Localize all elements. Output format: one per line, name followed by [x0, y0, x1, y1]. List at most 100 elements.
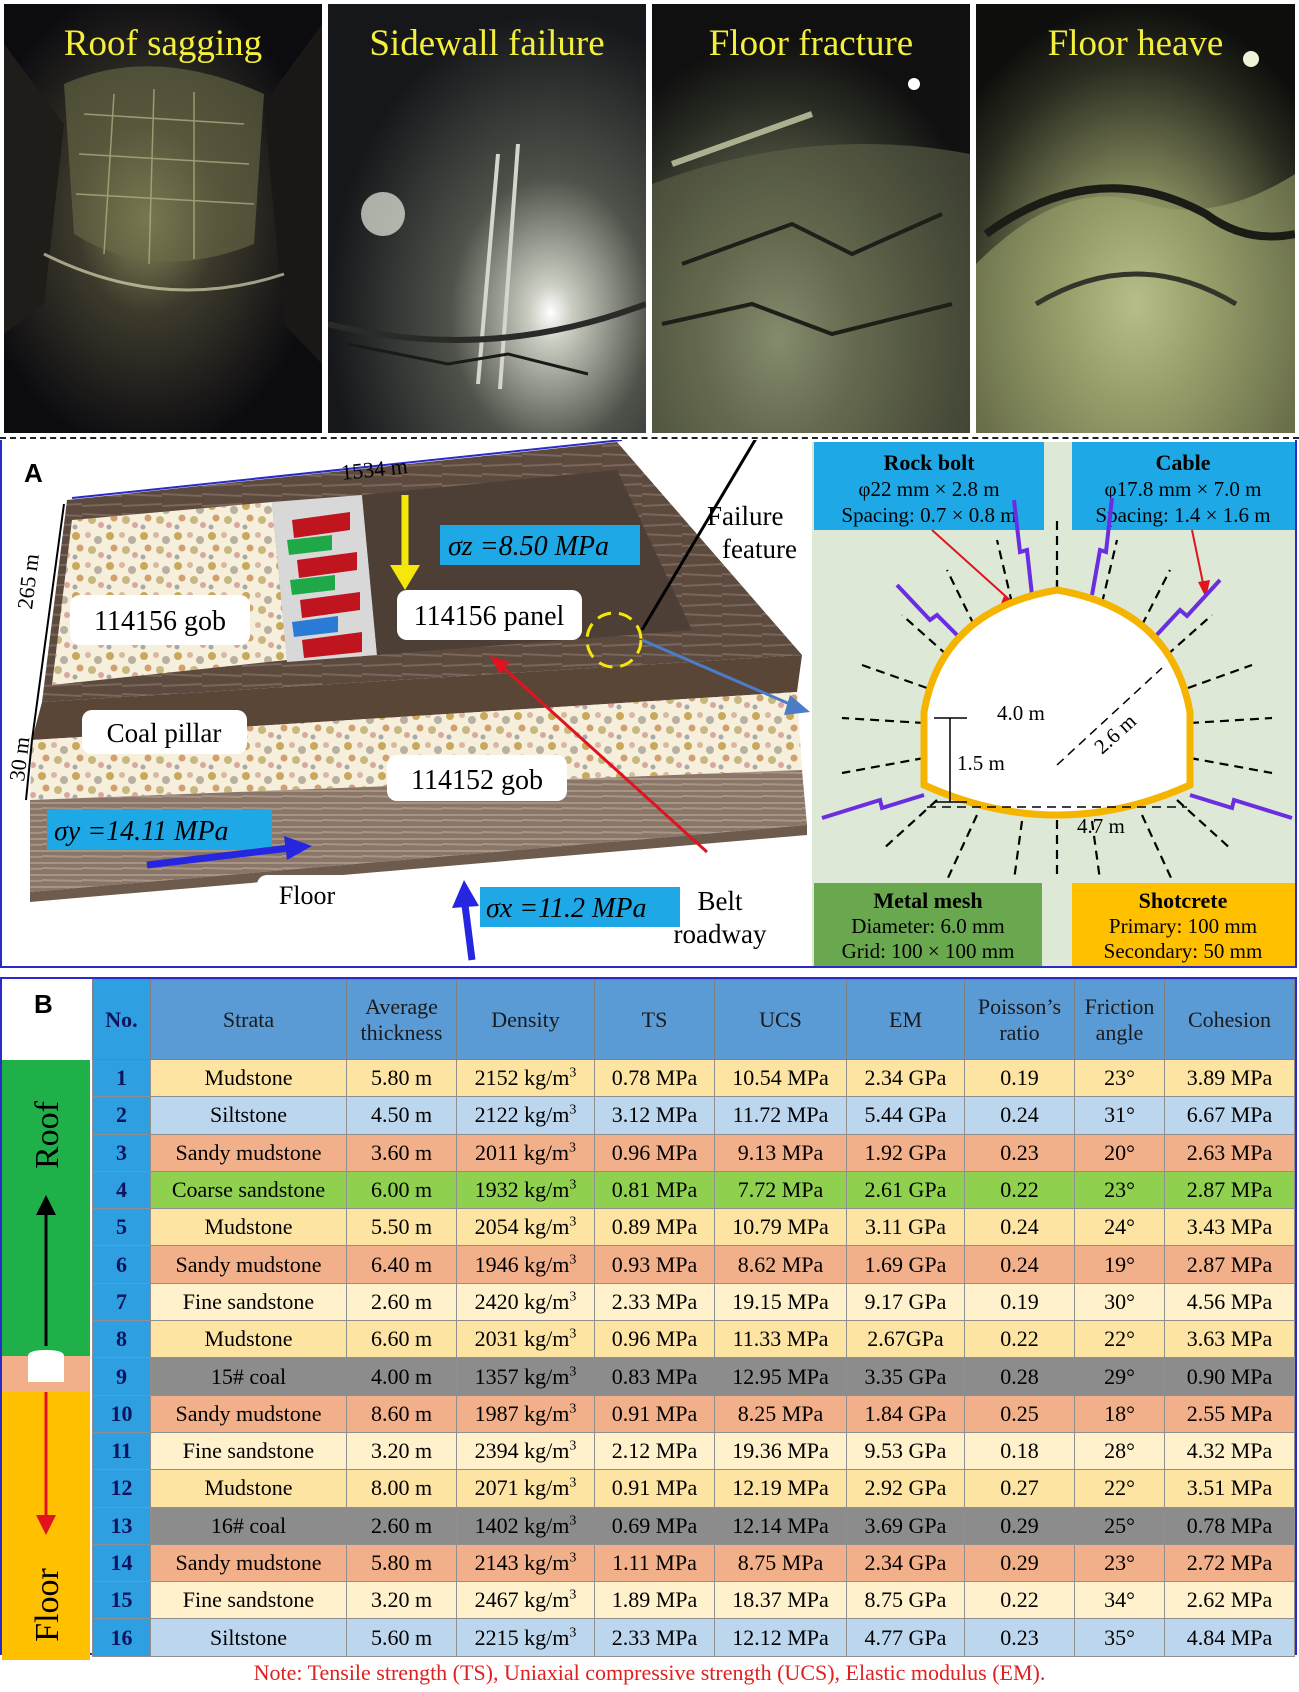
radius-dimension — [1056, 667, 1163, 766]
cell-no: 13 — [92, 1506, 151, 1545]
strata-side-column: B Roof Floor — [2, 979, 90, 1660]
metal-mesh-line2: Grid: 100 × 100 mm — [842, 939, 1015, 963]
density-value: 2215 kg/m — [474, 1624, 570, 1650]
density-value: 2143 kg/m — [474, 1550, 570, 1575]
cell-strata: Siltstone — [150, 1096, 347, 1135]
cell-em: 5.44 GPa — [846, 1096, 965, 1135]
cell-cohesion: 0.90 MPa — [1164, 1357, 1295, 1396]
cell-em: 3.35 GPa — [846, 1357, 965, 1396]
cell-poisson: 0.19 — [964, 1058, 1075, 1098]
density-value: 2054 kg/m — [474, 1214, 570, 1240]
cell-thickness: 6.00 m — [346, 1170, 457, 1210]
cell-cohesion: 3.63 MPa — [1164, 1320, 1295, 1359]
photo-title: Floor heave — [1047, 23, 1224, 64]
dim-width-label: 4.7 m — [1077, 814, 1125, 838]
pillar-dimension-line — [25, 739, 33, 801]
cell-thickness: 5.50 m — [346, 1208, 457, 1247]
rock-bolt-box — [814, 442, 1044, 530]
cell-no: 16 — [92, 1618, 151, 1657]
cell-ts: 0.91 MPa — [594, 1394, 715, 1433]
cell-thickness: 3.20 m — [346, 1581, 457, 1620]
cell-cohesion: 4.84 MPa — [1164, 1618, 1295, 1657]
header-no: No. — [92, 979, 151, 1060]
cubic-superscript: 3 — [568, 1140, 576, 1156]
cell-ts: 2.33 MPa — [594, 1618, 715, 1657]
cell-strata: Siltstone — [150, 1618, 347, 1657]
cell-density: 1402 kg/m3 — [456, 1506, 595, 1545]
sigma-z-arrowhead — [390, 565, 420, 590]
cell-poisson: 0.25 — [964, 1394, 1075, 1433]
density-value: 2031 kg/m — [474, 1326, 570, 1352]
cell-friction: 28° — [1074, 1431, 1165, 1471]
cell-poisson: 0.24 — [964, 1208, 1075, 1247]
header-ts: TS — [594, 979, 715, 1060]
cell-strata: Sandy mudstone — [150, 1543, 347, 1583]
shotcrete-line2: Secondary: 50 mm — [1104, 939, 1263, 963]
cubic-superscript: 3 — [569, 1625, 577, 1641]
metal-mesh-box — [814, 883, 1042, 966]
cell-strata: 15# coal — [150, 1357, 347, 1396]
panel-letter-a: A — [24, 458, 43, 488]
cell-em: 8.75 GPa — [846, 1581, 965, 1620]
panel-letter-b: B — [34, 989, 53, 1019]
cell-no: 14 — [92, 1543, 151, 1583]
cubic-superscript: 3 — [569, 1177, 577, 1193]
cell-ucs: 12.19 MPa — [714, 1469, 847, 1508]
cubic-superscript: 3 — [569, 1587, 577, 1603]
cell-em: 2.67GPa — [846, 1320, 965, 1359]
cell-poisson: 0.19 — [964, 1282, 1075, 1322]
header-density: Density — [456, 979, 595, 1060]
rock-bolt-line2: Spacing: 0.7 × 0.8 m — [841, 503, 1016, 527]
cell-thickness: 2.60 m — [346, 1506, 457, 1545]
sidewall-failure-image — [328, 4, 646, 433]
belt-roadway-label-2: roadway — [674, 919, 767, 949]
cell-ts: 0.83 MPa — [594, 1357, 715, 1396]
cell-no: 11 — [92, 1431, 151, 1471]
label-box — [70, 595, 250, 645]
cell-thickness: 8.60 m — [346, 1394, 457, 1433]
cell-friction: 25° — [1074, 1506, 1165, 1545]
cubic-superscript: 3 — [569, 1550, 577, 1566]
cell-em: 3.11 GPa — [846, 1208, 965, 1247]
cell-no: 9 — [92, 1357, 151, 1396]
cell-no: 6 — [92, 1245, 151, 1284]
cubic-superscript: 3 — [569, 1252, 577, 1268]
belt-roadway-label-1: Belt — [698, 886, 743, 916]
roof-label: Roof — [29, 1100, 66, 1169]
header-ucs: UCS — [714, 979, 847, 1060]
panel-label: 114156 panel — [414, 601, 565, 632]
failure-pointer-arrow — [640, 440, 757, 631]
failure-photo-strip: Roof sagging Sidewall failure — [0, 0, 1299, 437]
cell-thickness: 5.80 m — [346, 1058, 457, 1098]
sigma-x-box — [480, 887, 680, 927]
cell-ts: 0.78 MPa — [594, 1058, 715, 1098]
cell-thickness: 5.80 m — [346, 1543, 457, 1583]
cell-density: 2122 kg/m3 — [456, 1096, 595, 1135]
cell-no: 10 — [92, 1394, 151, 1433]
cable-pointer — [1191, 529, 1205, 589]
cell-density: 1946 kg/m3 — [456, 1245, 595, 1284]
panel-b: B Roof Floor No. Strata Average thicknes… — [0, 977, 1297, 1660]
roof-arrow-icon — [36, 1195, 56, 1215]
panel-a-diagram: 1534 m 265 m 30 m 114156 gob 114156 pane… — [4, 440, 1295, 966]
cell-no: 5 — [92, 1208, 151, 1247]
cell-cohesion: 6.67 MPa — [1164, 1096, 1295, 1135]
header-thickness: Average thickness — [346, 979, 457, 1060]
floor-side-label: Floor — [29, 1567, 66, 1641]
cable-line1: φ17.8 mm × 7.0 m — [1105, 477, 1262, 501]
cell-friction: 23° — [1074, 1058, 1165, 1098]
roof-sagging-image — [4, 4, 322, 433]
cell-ucs: 19.36 MPa — [714, 1431, 847, 1471]
cell-ts: 0.89 MPa — [594, 1208, 715, 1247]
cell-ts: 0.81 MPa — [594, 1170, 715, 1210]
density-value: 1946 kg/m — [474, 1251, 570, 1277]
cell-ts: 0.69 MPa — [594, 1506, 715, 1545]
cubic-superscript: 3 — [569, 1513, 577, 1529]
density-value: 2152 kg/m — [474, 1065, 570, 1091]
